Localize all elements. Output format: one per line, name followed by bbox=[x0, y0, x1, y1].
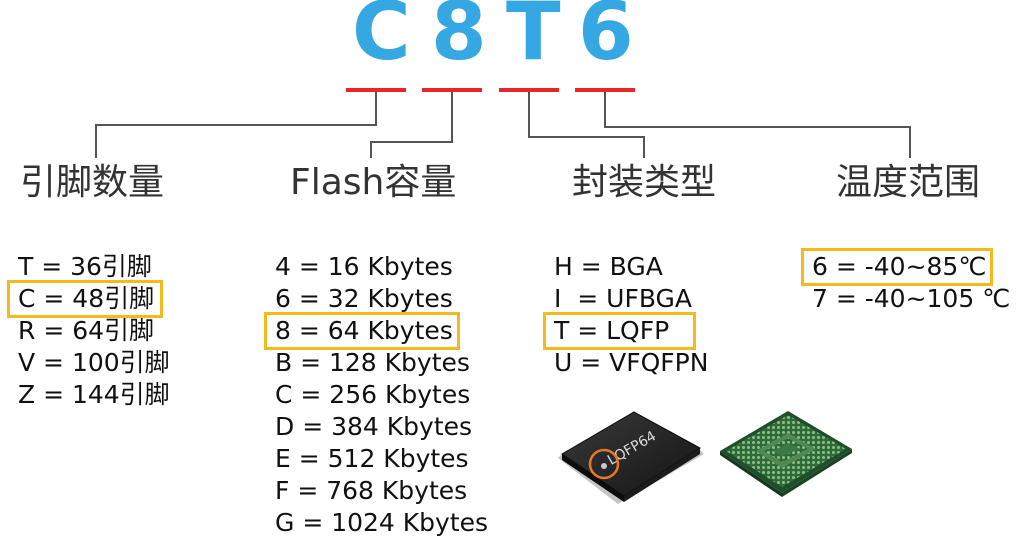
pins-item: R = 64引脚 bbox=[18, 316, 155, 345]
package-item: I = UFBGA bbox=[554, 284, 693, 313]
flash-item: D = 384 Kbytes bbox=[275, 412, 473, 441]
connector-package bbox=[528, 92, 645, 158]
code-char-6: 6 bbox=[578, 0, 634, 78]
package-item-selected: T = LQFP bbox=[542, 312, 697, 350]
pins-item: T = 36引脚 bbox=[18, 252, 152, 281]
package-item: U = VFQFPN bbox=[554, 348, 709, 377]
flash-list: 4 = 16 Kbytes 6 = 32 Kbytes 8 = 64 Kbyte… bbox=[264, 251, 489, 539]
temp-item-selected: 6 = -40~85℃ bbox=[800, 248, 994, 286]
dash-8 bbox=[422, 88, 482, 92]
flash-item-selected: 8 = 64 Kbytes bbox=[264, 312, 460, 350]
code-char-t: T bbox=[506, 0, 561, 78]
temp-item: 7 = -40~105 ℃ bbox=[812, 284, 1011, 313]
pins-item: V = 100引脚 bbox=[18, 348, 170, 377]
package-item: H = BGA bbox=[554, 252, 663, 281]
lqfp-chip-image: LQFP64 bbox=[558, 411, 704, 504]
pins-list: T = 36引脚 C = 48引脚 R = 64引脚 V = 100引脚 Z =… bbox=[6, 251, 170, 411]
flash-item: C = 256 Kbytes bbox=[275, 380, 471, 409]
code-char-c: C bbox=[352, 0, 411, 78]
code-char-8: 8 bbox=[431, 0, 487, 78]
dash-6 bbox=[575, 88, 635, 92]
connector-pins bbox=[95, 92, 377, 158]
connector-flash bbox=[370, 92, 453, 158]
pin1-circle bbox=[588, 448, 620, 480]
connector-temp bbox=[604, 92, 911, 158]
heading-flash: Flash容量 bbox=[290, 162, 457, 203]
temp-list: 6 = -40~85℃ 7 = -40~105 ℃ bbox=[800, 248, 1011, 315]
flash-item: 6 = 32 Kbytes bbox=[275, 284, 453, 313]
flash-item: 4 = 16 Kbytes bbox=[275, 252, 453, 281]
dash-c bbox=[346, 88, 406, 92]
flash-item: E = 512 Kbytes bbox=[275, 444, 469, 473]
flash-item: F = 768 Kbytes bbox=[275, 476, 468, 505]
flash-item: G = 1024 Kbytes bbox=[275, 508, 489, 537]
pins-item-selected: C = 48引脚 bbox=[6, 280, 164, 318]
pins-item: Z = 144引脚 bbox=[18, 380, 170, 409]
bga-chip-image bbox=[720, 411, 852, 497]
heading-temp: 温度范围 bbox=[836, 162, 981, 203]
dash-t bbox=[499, 88, 559, 92]
heading-pins: 引脚数量 bbox=[20, 162, 165, 203]
package-list: H = BGA I = UFBGA T = LQFP U = VFQFPN bbox=[542, 251, 709, 379]
flash-item: B = 128 Kbytes bbox=[275, 348, 470, 377]
heading-package: 封装类型 bbox=[572, 162, 717, 203]
